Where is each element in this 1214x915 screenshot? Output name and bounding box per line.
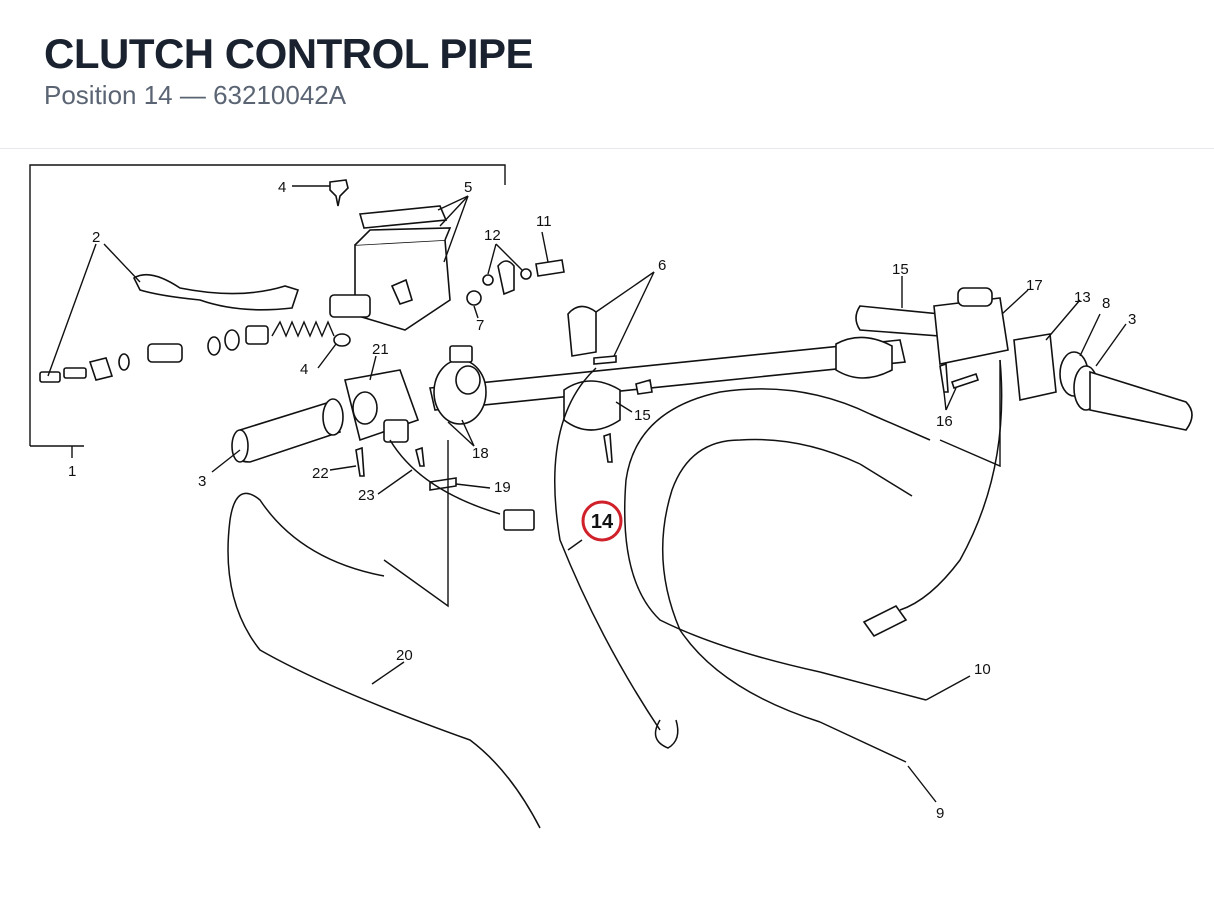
part-labels: 2 4 5 12 11 7 6 4 21 1 3 22 23 18 19 15 …	[68, 179, 1136, 822]
part-label-13: 13	[1074, 289, 1091, 306]
right-switch-assembly	[835, 287, 1193, 431]
part-label-3-left: 3	[198, 473, 206, 490]
left-grip	[231, 398, 344, 463]
part-label-7: 7	[476, 317, 484, 334]
part-label-10: 10	[974, 661, 991, 678]
part-label-8: 8	[1102, 295, 1110, 312]
part-label-23: 23	[358, 487, 375, 504]
part-label-11: 11	[536, 213, 552, 230]
page-title: CLUTCH CONTROL PIPE	[44, 30, 534, 77]
small-hardware	[329, 179, 980, 491]
part-label-17: 17	[1026, 277, 1043, 294]
page-subtitle: Position 14 — 63210042A	[44, 80, 347, 110]
part-label-6: 6	[658, 257, 666, 274]
leader-lines	[47, 185, 1127, 803]
pushrod-parts	[39, 320, 335, 383]
part-label-15-right: 15	[892, 261, 909, 278]
master-cylinder	[329, 205, 452, 331]
part-label-3-right: 3	[1128, 311, 1136, 328]
part-label-20: 20	[396, 647, 413, 664]
handlebar-tube	[429, 339, 906, 411]
left-switch-housing	[344, 369, 420, 443]
header: CLUTCH CONTROL PIPE Position 14 — 632100…	[0, 0, 1214, 149]
highlight-label: 14	[591, 511, 614, 533]
part-label-4-top: 4	[278, 179, 286, 196]
part-label-5: 5	[464, 179, 472, 196]
part-label-16: 16	[936, 413, 953, 430]
part-label-2: 2	[92, 229, 100, 246]
part-label-15-left: 15	[634, 407, 651, 424]
part-label-22: 22	[312, 465, 329, 482]
highlight-position-14[interactable]: 14	[581, 500, 623, 542]
connectors	[503, 509, 908, 638]
part-label-12: 12	[484, 227, 501, 244]
part-label-4-bottom: 4	[300, 361, 308, 378]
part-label-21: 21	[372, 341, 389, 358]
part-label-1: 1	[68, 463, 76, 480]
exploded-parts-diagram: 2 4 5 12 11 7 6 4 21 1 3 22 23 18 19 15 …	[29, 164, 1193, 829]
handlebar-clamp	[563, 305, 621, 431]
clutch-lever	[132, 273, 300, 311]
assembly-bracket	[29, 164, 506, 458]
part-label-9: 9	[936, 805, 944, 822]
cables	[227, 359, 1003, 829]
throttle-drum	[433, 345, 487, 425]
part-label-19: 19	[494, 479, 511, 496]
part-label-18: 18	[472, 445, 489, 462]
highlight-circle	[581, 500, 623, 542]
